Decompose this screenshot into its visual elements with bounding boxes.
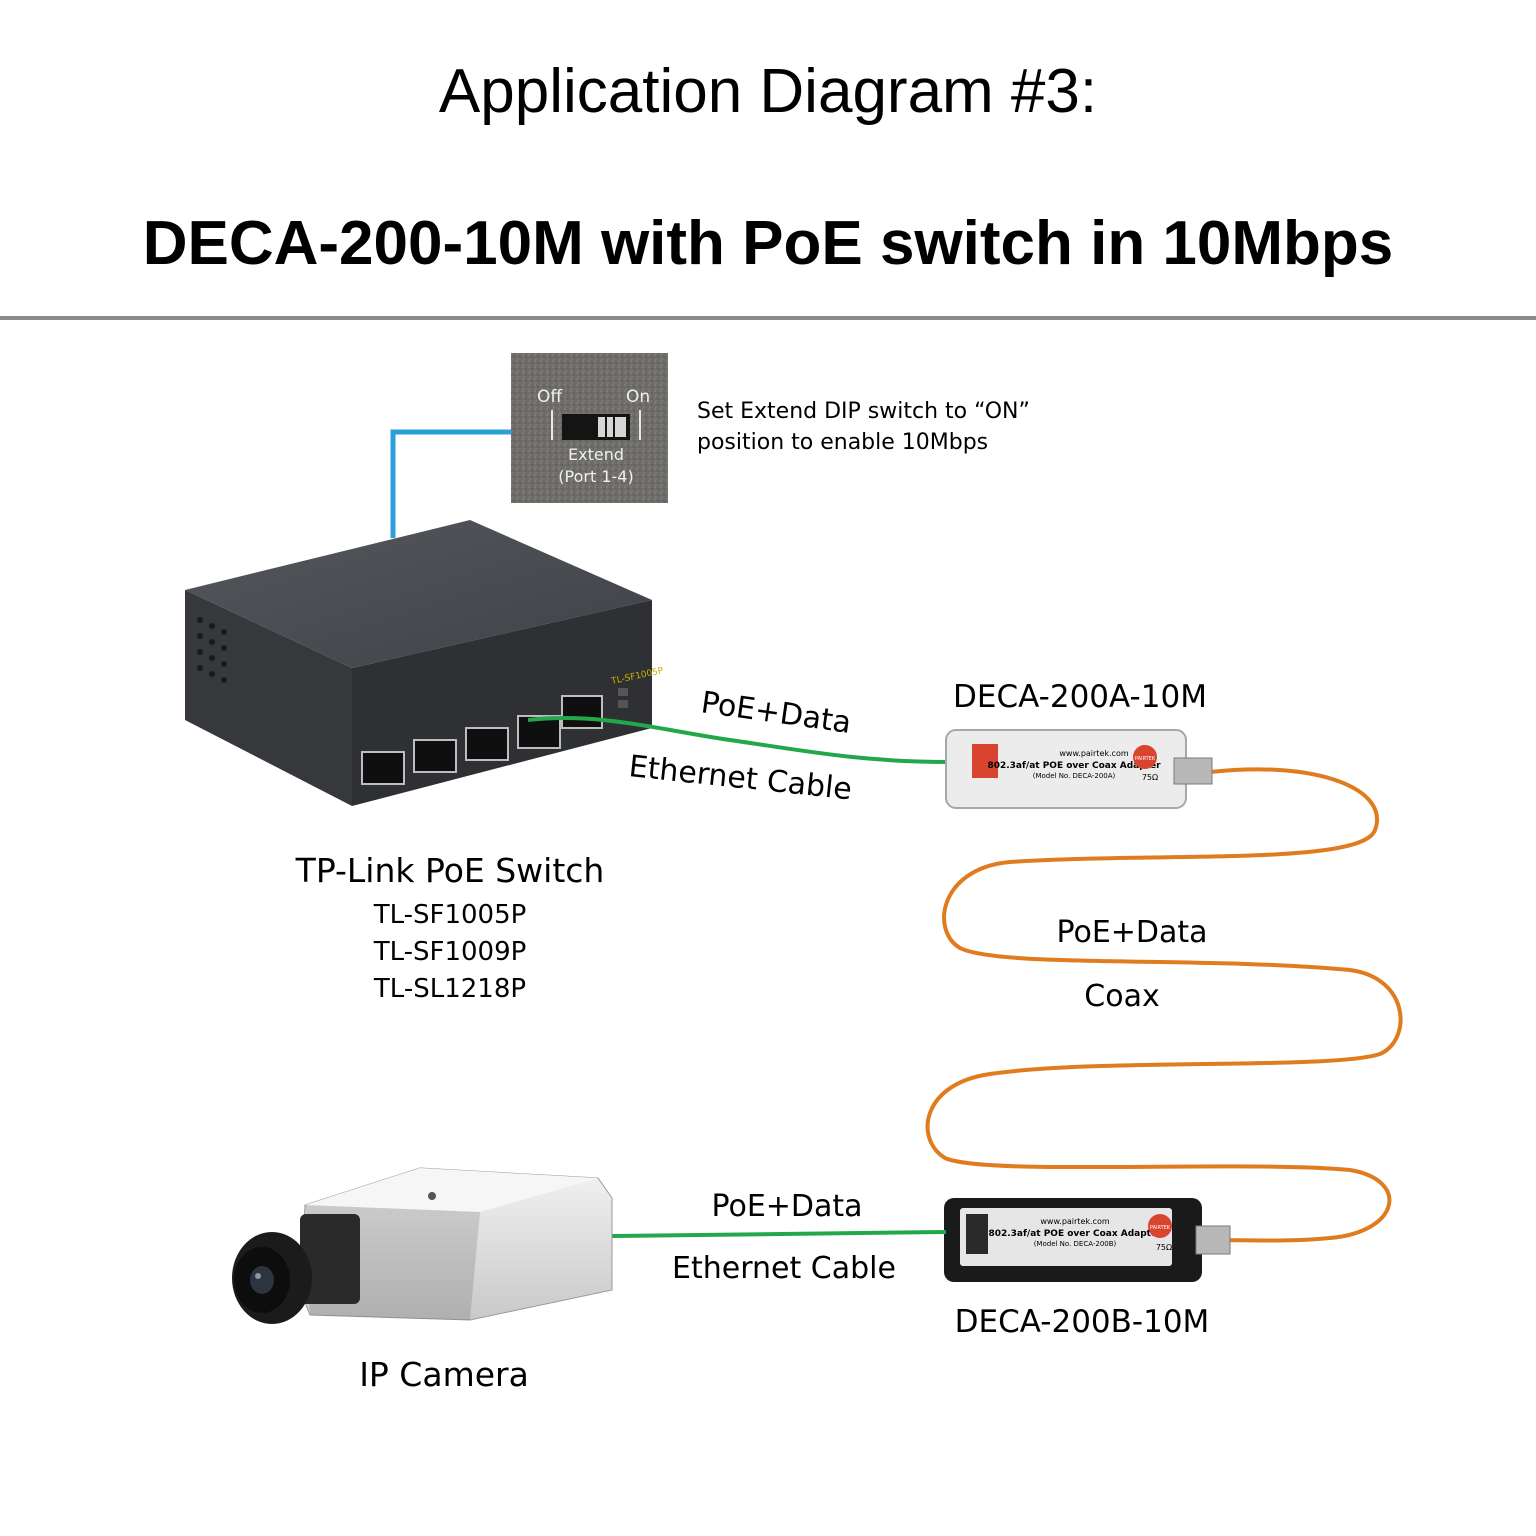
adapter-b-brand: PAIRTEK bbox=[1150, 1225, 1171, 1231]
dip-switch-lever bbox=[598, 417, 626, 437]
pairtek-logo-icon bbox=[1133, 745, 1157, 769]
bnc-connector-icon bbox=[1195, 1225, 1231, 1255]
coax-cable bbox=[925, 767, 1403, 1243]
switch-name: TP-Link PoE Switch bbox=[295, 851, 605, 890]
coax-lower-label: Coax bbox=[1084, 979, 1159, 1014]
coax-upper-label: PoE+Data bbox=[1056, 915, 1207, 950]
switch-port bbox=[561, 695, 603, 729]
dip-extend-label: Extend bbox=[568, 445, 624, 464]
page-title: Application Diagram #3: bbox=[438, 57, 1098, 126]
camera-name: IP Camera bbox=[359, 1355, 529, 1394]
adapter-b-name: DECA-200B-10M bbox=[955, 1304, 1210, 1340]
bnc-connector-icon bbox=[1173, 757, 1213, 785]
adapter-a-desc: 802.3af/at POE over Coax Adapter bbox=[987, 761, 1161, 771]
switch-model: TL-SF1005P bbox=[373, 900, 527, 930]
dip-note-line2: position to enable 10Mbps bbox=[697, 430, 988, 455]
top-link-upper-label: PoE+Data bbox=[699, 685, 854, 741]
adapter-a-ohm: 75Ω bbox=[1142, 773, 1158, 782]
adapter-a-site: www.pairtek.com bbox=[1059, 749, 1128, 758]
adapter-b-site: www.pairtek.com bbox=[1040, 1217, 1109, 1226]
top-link-lower-label: Ethernet Cable bbox=[627, 749, 853, 807]
switch-port bbox=[465, 727, 509, 761]
deca-200b-adapter: www.pairtek.com 802.3af/at POE over Coax… bbox=[944, 1198, 1231, 1282]
adapter-a-model: (Model No. DECA-200A) bbox=[1033, 772, 1116, 780]
adapter-a-brand: PAIRTEK bbox=[1135, 756, 1156, 762]
header-divider bbox=[0, 316, 1536, 320]
dip-on-label: On bbox=[626, 387, 650, 407]
poe-switch-image: TL-SF1005P bbox=[185, 520, 665, 806]
switch-model: TL-SF1009P bbox=[373, 937, 527, 967]
bottom-link-lower-label: Ethernet Cable bbox=[672, 1251, 896, 1286]
switch-model: TL-SL1218P bbox=[373, 974, 526, 1004]
deca-200a-adapter: www.pairtek.com 802.3af/at POE over Coax… bbox=[945, 729, 1213, 809]
adapter-a-name: DECA-200A-10M bbox=[953, 679, 1207, 715]
switch-port bbox=[361, 751, 405, 785]
dip-off-label: Off bbox=[537, 387, 563, 407]
ethernet-cable-bottom bbox=[611, 1230, 947, 1238]
dip-callout-line bbox=[390, 429, 511, 538]
bottom-link-upper-label: PoE+Data bbox=[711, 1189, 862, 1224]
dip-port-label: (Port 1-4) bbox=[558, 467, 633, 486]
adapter-b-ohm: 75Ω bbox=[1156, 1243, 1172, 1252]
switch-port bbox=[413, 739, 457, 773]
switch-port bbox=[517, 715, 561, 749]
adapter-b-model: (Model No. DECA-200B) bbox=[1034, 1240, 1117, 1248]
adapter-b-desc: 802.3af/at POE over Coax Adapter bbox=[988, 1229, 1162, 1239]
ip-camera-image bbox=[232, 1167, 613, 1324]
pairtek-logo-icon bbox=[1148, 1214, 1172, 1238]
switch-ports bbox=[361, 695, 603, 785]
page-subtitle: DECA-200-10M with PoE switch in 10Mbps bbox=[142, 209, 1394, 278]
dip-switch-photo: Off On Extend (Port 1-4) bbox=[511, 353, 668, 503]
ethernet-cable-top bbox=[527, 716, 949, 764]
dip-note-line1: Set Extend DIP switch to “ON” bbox=[697, 399, 1030, 424]
